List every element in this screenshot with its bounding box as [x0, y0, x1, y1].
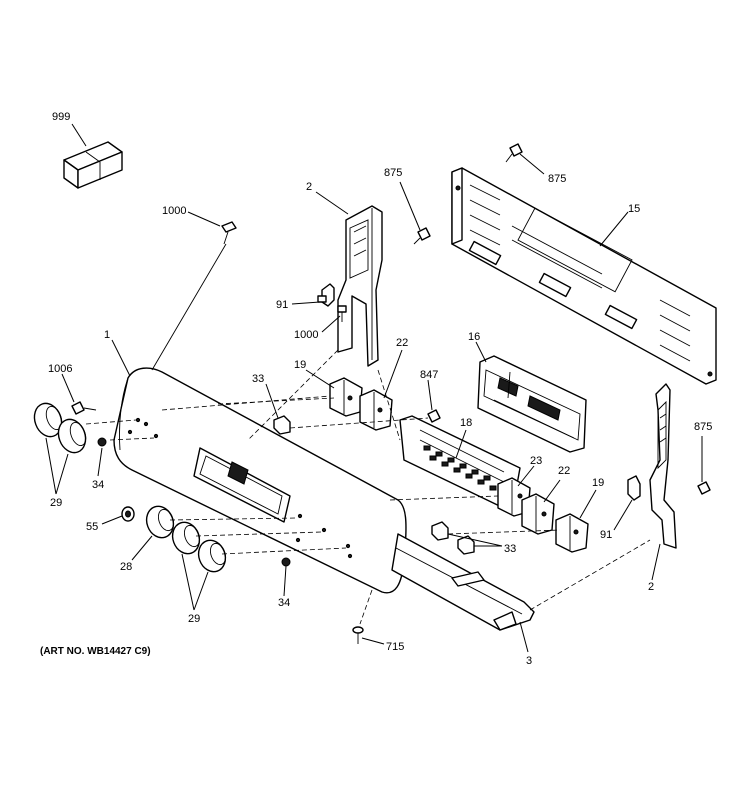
callout-28: 28 [120, 561, 132, 573]
part-847-screw [427, 409, 441, 423]
part-15-back-panel [451, 167, 717, 385]
art-number: (ART NO. WB14427 C9) [40, 646, 151, 657]
callout-875-a: 875 [384, 167, 402, 179]
part-91-bracket-left [317, 283, 335, 307]
part-29-knob-upper-b [57, 418, 87, 454]
part-34-spring-upper [97, 437, 107, 447]
callout-33-lower: 33 [504, 543, 516, 555]
part-29-knob-upper-a [33, 402, 63, 438]
callout-23: 23 [530, 455, 542, 467]
assembly-lines [85, 243, 651, 625]
part-2-right-endcap [649, 383, 677, 549]
callout-999: 999 [52, 111, 70, 123]
callout-16: 16 [468, 331, 480, 343]
part-28-knob [145, 505, 175, 539]
part-1000-screw-top [221, 221, 237, 245]
part-91-bracket-right [627, 475, 641, 501]
part-999-box [63, 123, 123, 189]
callout-19-right: 19 [592, 477, 604, 489]
part-22-switch-right [521, 493, 555, 535]
part-1006-screw [71, 401, 97, 415]
callout-55: 55 [86, 521, 98, 533]
callout-91-left: 91 [276, 299, 288, 311]
part-55-bezel [121, 506, 135, 522]
callout-715: 715 [386, 641, 404, 653]
part-33-clip-upper [273, 415, 291, 435]
part-18-touch-panel [399, 415, 521, 513]
callout-34-upper: 34 [92, 479, 104, 491]
callout-1006: 1006 [48, 363, 72, 375]
part-22-switch-left [359, 389, 393, 431]
part-2-left-endcap [337, 205, 383, 367]
part-34-spring-lower [281, 557, 291, 567]
callout-18: 18 [460, 417, 472, 429]
callout-875-b: 875 [548, 173, 566, 185]
part-715-screw [352, 626, 364, 644]
callout-847: 847 [420, 369, 438, 381]
part-1000-screw-small [337, 305, 347, 322]
callout-22-left: 22 [396, 337, 408, 349]
callout-1: 1 [104, 329, 110, 341]
callout-1000-top: 1000 [162, 205, 186, 217]
part-875-screw-a [413, 227, 431, 245]
callout-labels: 999 1000 2 875 875 15 91 1000 1 1006 19 … [40, 111, 712, 667]
callout-875-c: 875 [694, 421, 712, 433]
callout-34-lower: 34 [278, 597, 290, 609]
part-16-control-board [477, 355, 587, 453]
callout-2-left: 2 [306, 181, 312, 193]
part-1-control-panel [113, 367, 407, 594]
callout-2-right: 2 [648, 581, 654, 593]
callout-15: 15 [628, 203, 640, 215]
callout-19-left: 19 [294, 359, 306, 371]
callout-1000-small: 1000 [294, 329, 318, 341]
part-33-clip-lower-b [457, 535, 475, 555]
part-875-screw-c [697, 481, 711, 495]
part-3-lower-trim [391, 533, 535, 653]
part-19-switch-left [329, 377, 363, 417]
callout-29-lower: 29 [188, 613, 200, 625]
part-33-clip-lower-a [431, 521, 449, 541]
part-19-switch-right [555, 513, 589, 553]
callout-33-upper: 33 [252, 373, 264, 385]
callout-22-right: 22 [558, 465, 570, 477]
callout-29-upper: 29 [50, 497, 62, 509]
leader-lines [45, 153, 703, 645]
callout-3: 3 [526, 655, 532, 667]
callout-91-right: 91 [600, 529, 612, 541]
part-29-knob-lower-a [171, 521, 201, 555]
part-29-knob-lower-b [197, 539, 227, 573]
part-875-screw-b [505, 143, 523, 163]
